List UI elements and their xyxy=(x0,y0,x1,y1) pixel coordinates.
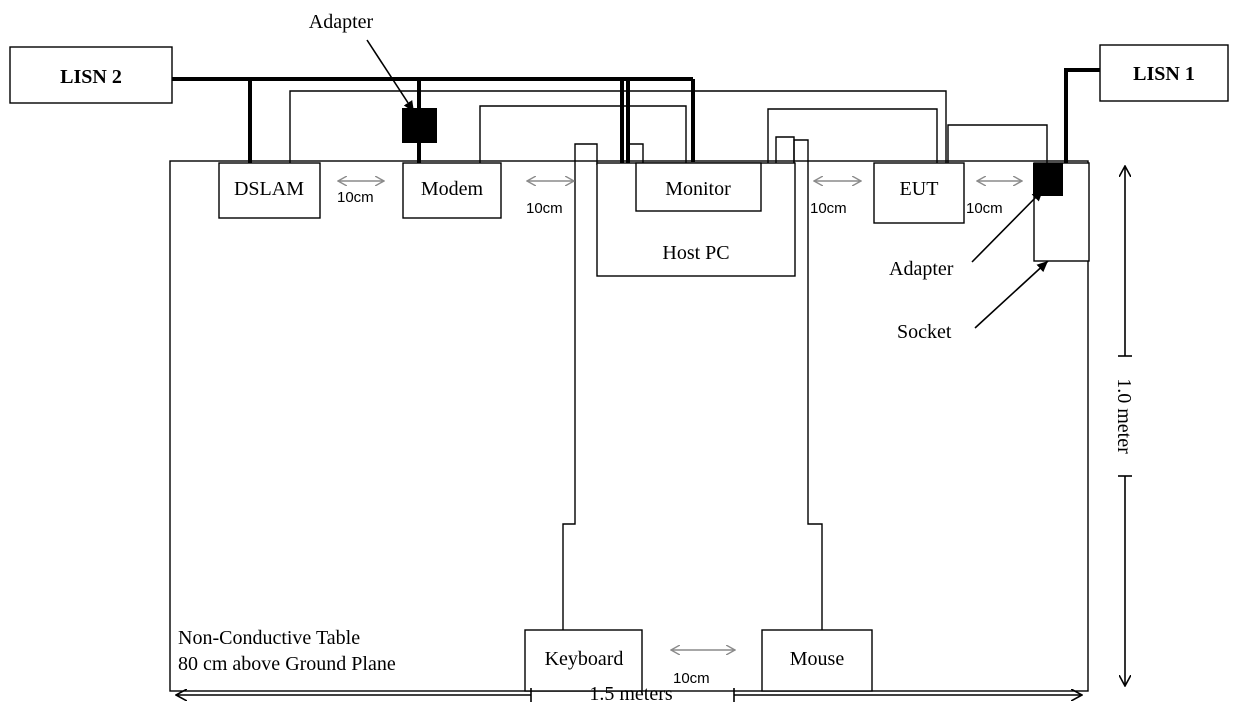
spacing-label-eut-socket: 10cm xyxy=(966,200,1003,217)
spacing-label-host-eut: 10cm xyxy=(810,200,847,217)
mouse-box xyxy=(761,629,873,692)
spacing-label-modem-host: 10cm xyxy=(526,200,563,217)
socket-label: Socket xyxy=(897,321,952,343)
adapter-right-pointer xyxy=(971,189,1044,263)
keyboard-label: Keyboard xyxy=(545,648,624,670)
table-caption-line1: Non-Conductive Table xyxy=(178,627,360,649)
host-pc-label: Host PC xyxy=(662,242,729,264)
height-dimension-label: 1.0 meter xyxy=(1113,378,1135,454)
width-dimension xyxy=(176,688,1082,702)
table-caption-line2: 80 cm above Ground Plane xyxy=(178,653,396,675)
socket-pointer xyxy=(974,260,1049,329)
monitor-box xyxy=(635,162,762,212)
mouse-label: Mouse xyxy=(790,648,845,670)
lisn2-box xyxy=(9,46,173,104)
eut-label: EUT xyxy=(900,178,939,200)
lisn1-label: LISN 1 xyxy=(1133,63,1195,85)
adapter-top-label: Adapter xyxy=(309,11,374,33)
monitor-label: Monitor xyxy=(665,178,731,200)
keyboard-box xyxy=(524,629,643,692)
adapter-modem-block xyxy=(402,108,437,143)
lisn1-box xyxy=(1099,44,1229,102)
spacing-label-dslam-modem: 10cm xyxy=(337,189,374,206)
dslam-box xyxy=(218,162,321,219)
adapter-top-pointer xyxy=(366,39,415,113)
adapter-right-label: Adapter xyxy=(889,258,954,280)
lisn2-power-lines xyxy=(172,77,695,165)
lisn2-label: LISN 2 xyxy=(60,66,122,88)
dslam-label: DSLAM xyxy=(234,178,304,200)
spacing-label-keyboard-mouse: 10cm xyxy=(673,670,710,687)
width-dimension-label: 1.5 meters xyxy=(589,683,673,705)
signal-cables xyxy=(289,90,1048,630)
modem-box xyxy=(402,162,502,219)
adapter-socket-block xyxy=(1033,163,1063,196)
eut-box xyxy=(873,162,965,224)
height-dimension xyxy=(1118,166,1132,686)
modem-label: Modem xyxy=(421,178,484,200)
lisn1-power-line xyxy=(1064,68,1100,165)
